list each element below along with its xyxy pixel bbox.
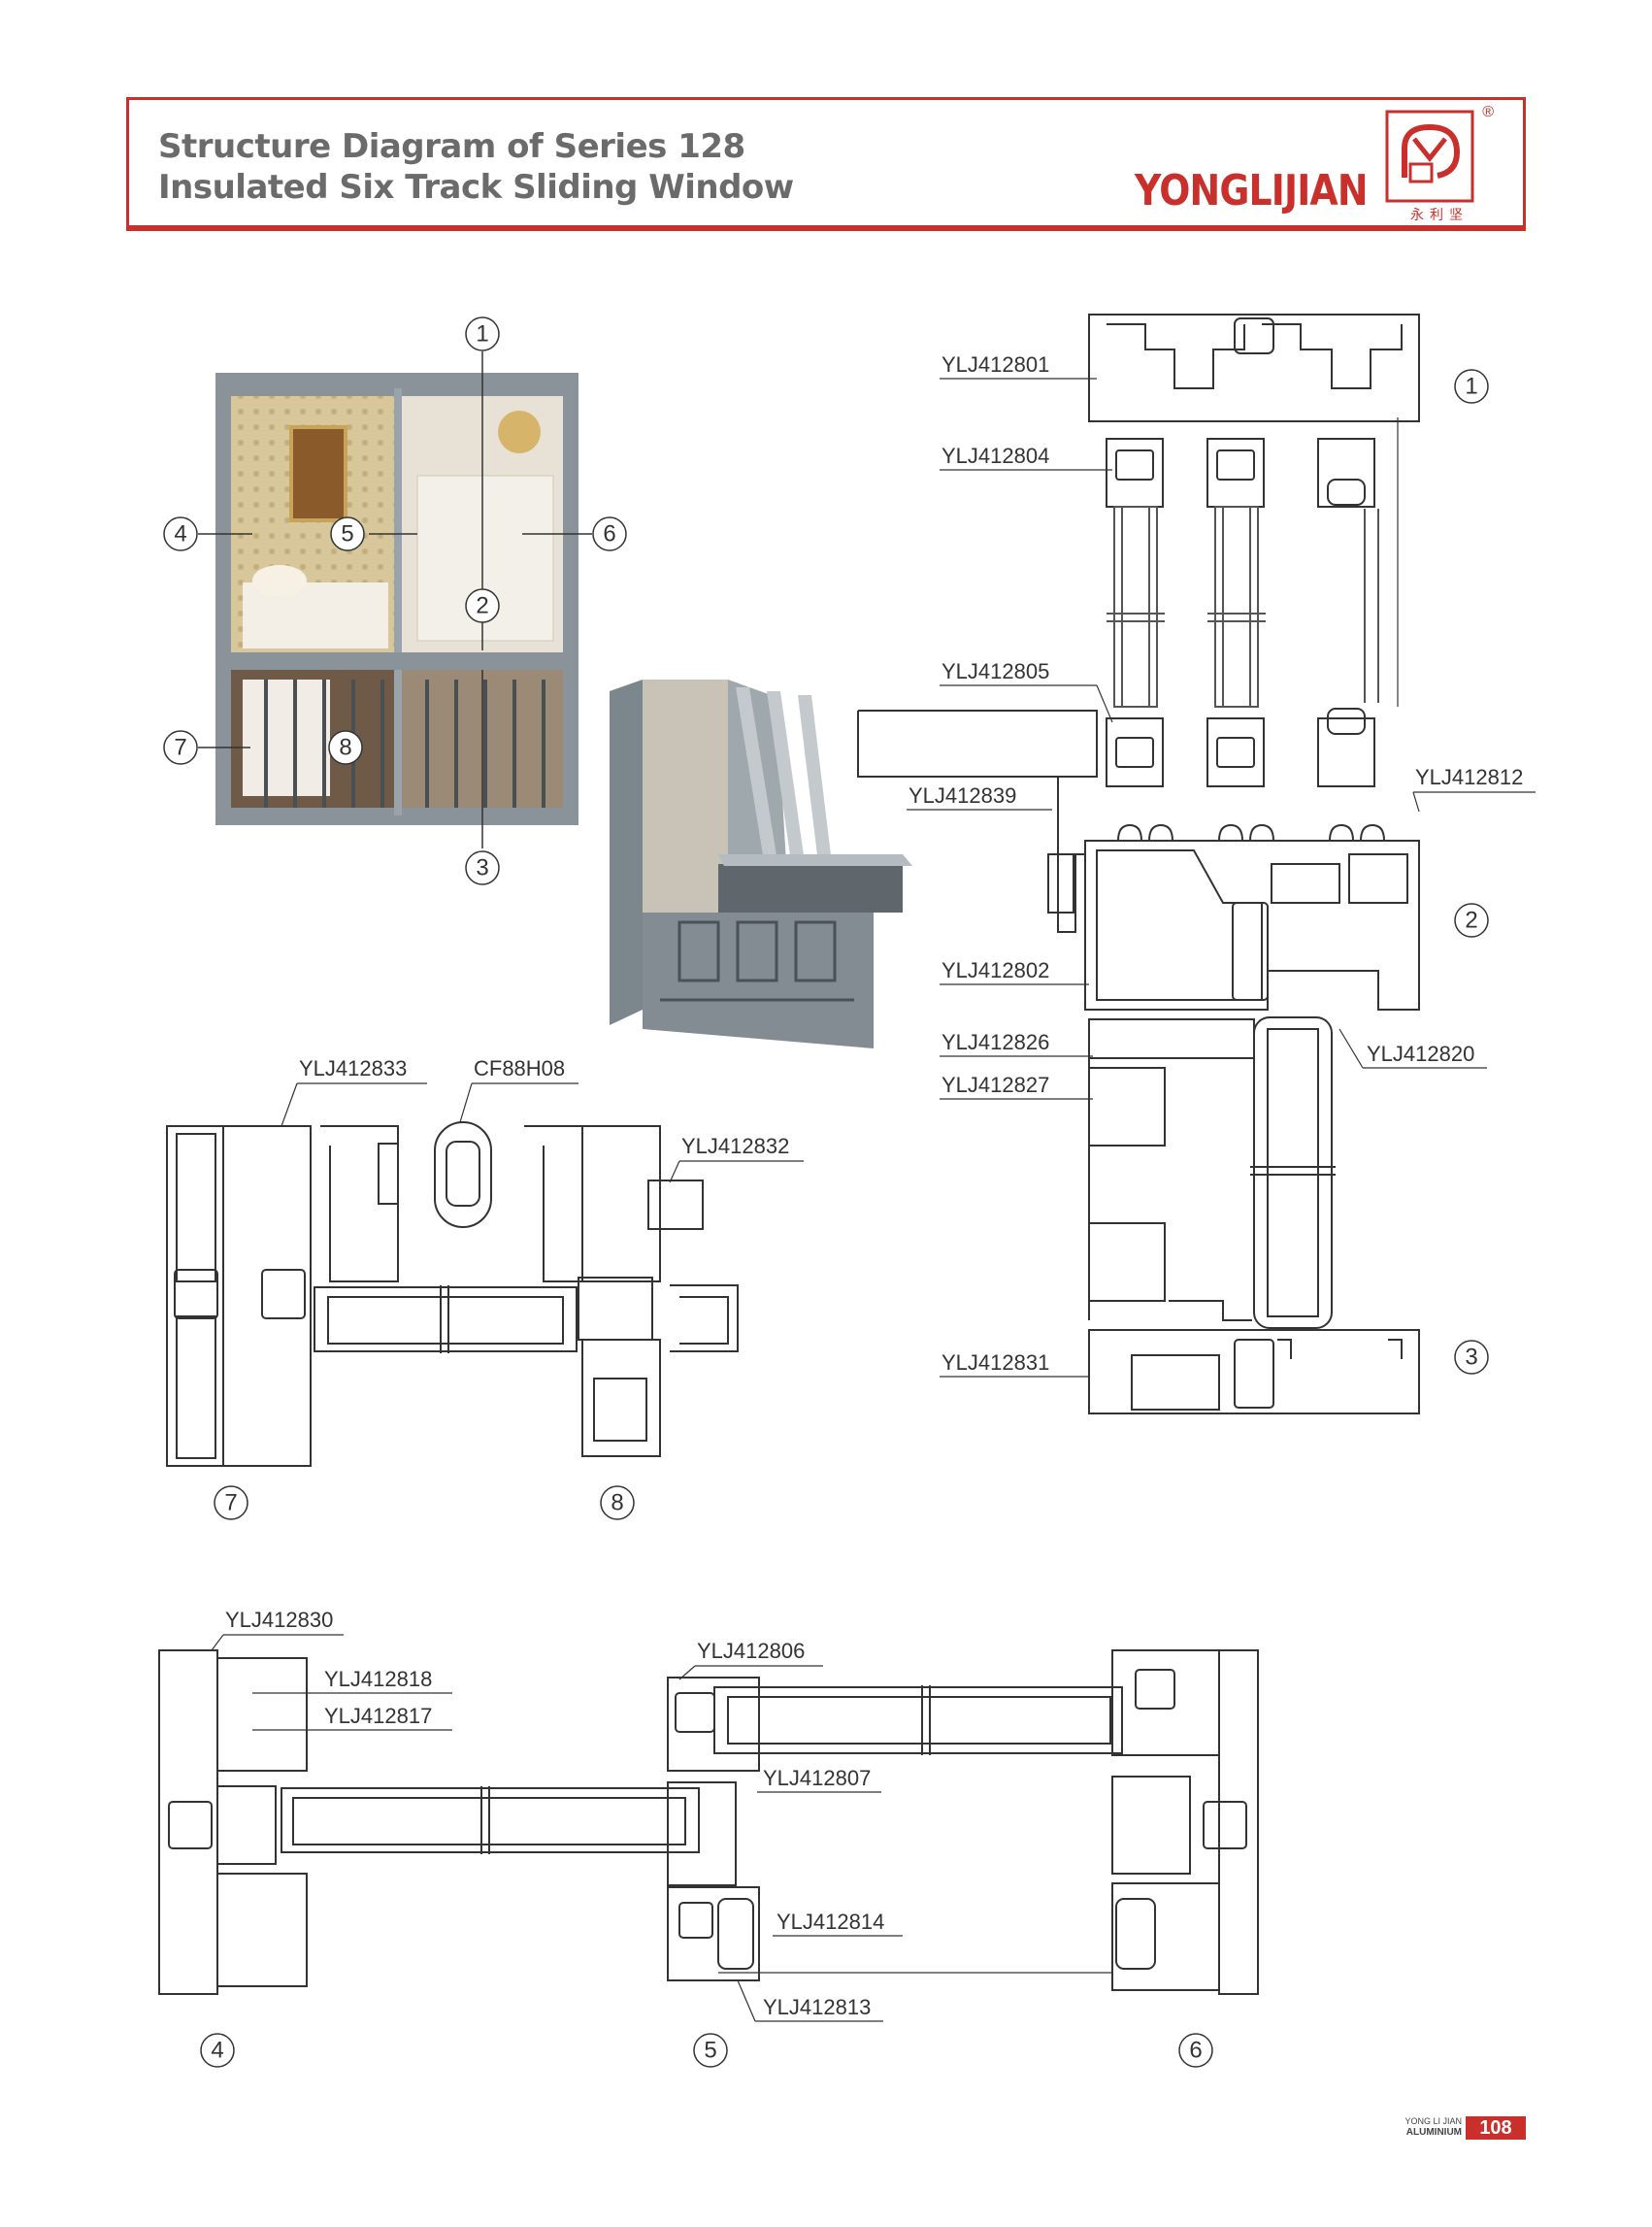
label-ylj412804: YLJ412804 bbox=[942, 444, 1049, 468]
marker-2-section: 2 bbox=[1465, 908, 1477, 934]
label-ylj412818: YLJ412818 bbox=[324, 1667, 432, 1691]
marker-3-section: 3 bbox=[1465, 1345, 1477, 1371]
registered-mark: ® bbox=[1482, 104, 1494, 120]
label-ylj412830: YLJ412830 bbox=[225, 1608, 333, 1632]
marker-7: 7 bbox=[174, 735, 186, 761]
marker-6: 6 bbox=[603, 521, 615, 548]
footer-brand-line1: YONG LI JIAN bbox=[1404, 2116, 1462, 2126]
label-ylj412807: YLJ412807 bbox=[763, 1766, 871, 1790]
label-ylj412839: YLJ412839 bbox=[909, 783, 1016, 808]
brand-chinese: 永利坚 bbox=[1410, 207, 1469, 222]
label-cf88h08: CF88H08 bbox=[474, 1056, 565, 1080]
marker-6-section: 6 bbox=[1189, 2038, 1202, 2064]
marker-1: 1 bbox=[476, 321, 488, 348]
label-ylj412813: YLJ412813 bbox=[763, 1995, 871, 2019]
label-ylj412801: YLJ412801 bbox=[942, 352, 1049, 377]
brand-logo-icon bbox=[1385, 110, 1474, 203]
label-ylj412831: YLJ412831 bbox=[942, 1350, 1049, 1375]
marker-2: 2 bbox=[476, 593, 488, 619]
marker-8-section: 8 bbox=[611, 1490, 623, 1516]
section-4-5-6 bbox=[158, 1649, 1259, 1995]
label-ylj412814: YLJ412814 bbox=[776, 1910, 884, 1934]
marker-7-section: 7 bbox=[224, 1490, 237, 1516]
marker-8: 8 bbox=[339, 735, 351, 761]
brand-name: YONGLIJIAN bbox=[1135, 166, 1369, 216]
label-ylj412832: YLJ412832 bbox=[681, 1134, 789, 1158]
page-title-line2: Insulated Six Track Sliding Window bbox=[158, 168, 794, 207]
vertical-section bbox=[857, 314, 1420, 1414]
header-box: Structure Diagram of Series 128 Insulate… bbox=[126, 97, 1526, 231]
footer-brand-line2: ALUMINIUM bbox=[1405, 2127, 1462, 2138]
label-ylj412820: YLJ412820 bbox=[1367, 1042, 1474, 1066]
marker-4: 4 bbox=[174, 521, 186, 548]
footer-brand: YONG LI JIAN ALUMINIUM bbox=[1404, 2116, 1462, 2138]
page-title-line1: Structure Diagram of Series 128 bbox=[158, 127, 745, 166]
profile-3d-cutaway bbox=[610, 680, 912, 1048]
page-number: 108 bbox=[1466, 2116, 1526, 2140]
label-ylj412817: YLJ412817 bbox=[324, 1704, 432, 1728]
section-7-8 bbox=[166, 1121, 739, 1467]
marker-3: 3 bbox=[476, 855, 488, 881]
label-ylj412826: YLJ412826 bbox=[942, 1030, 1049, 1054]
label-ylj412812: YLJ412812 bbox=[1415, 765, 1523, 789]
label-ylj412827: YLJ412827 bbox=[942, 1073, 1049, 1097]
page-footer: YONG LI JIAN ALUMINIUM 108 bbox=[1390, 2116, 1526, 2140]
marker-1-section: 1 bbox=[1465, 374, 1477, 400]
label-ylj412833: YLJ412833 bbox=[299, 1056, 407, 1080]
marker-5: 5 bbox=[341, 521, 353, 548]
marker-4-section: 4 bbox=[211, 2038, 223, 2064]
label-ylj412806: YLJ412806 bbox=[697, 1639, 805, 1663]
label-ylj412802: YLJ412802 bbox=[942, 958, 1049, 982]
window-elevation bbox=[215, 373, 578, 825]
label-ylj412805: YLJ412805 bbox=[942, 659, 1049, 683]
marker-5-section: 5 bbox=[704, 2038, 716, 2064]
